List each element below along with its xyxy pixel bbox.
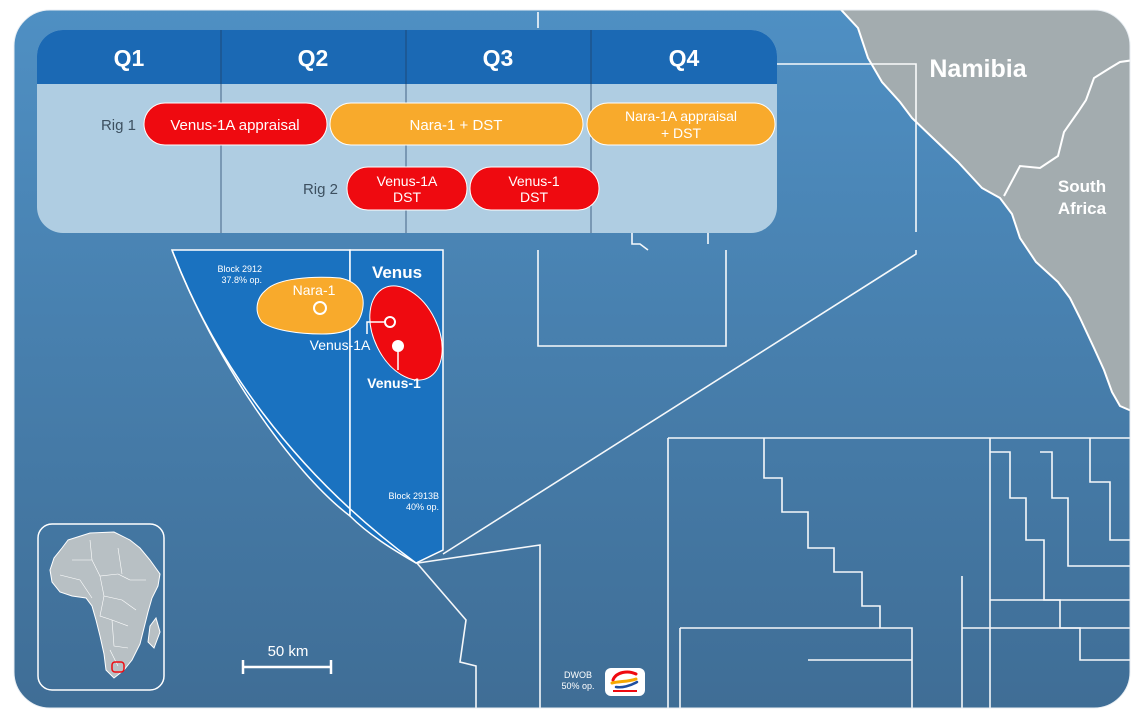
- dwob-share: 50% op.: [561, 681, 594, 691]
- rig1-bar-nara-1a-appraisal-line2: + DST: [661, 125, 702, 141]
- rig-2-label: Rig 2: [303, 181, 338, 198]
- block-2912-outer-edge: [171, 249, 417, 564]
- quarter-q1: Q1: [114, 45, 145, 71]
- map-frame: [13, 9, 1131, 709]
- scale-bar: [241, 660, 333, 674]
- rig1-bar-nara-1-dst: [329, 102, 584, 146]
- land-area: [829, 10, 1130, 420]
- namibia-label: Namibia: [929, 55, 1027, 83]
- totalenergies-logo-icon: [605, 668, 645, 696]
- block-boundaries: [415, 12, 1130, 708]
- venus-1a-well-marker: [384, 316, 396, 328]
- rig1-bar-venus-1a-appraisal: [143, 102, 328, 146]
- venus-1a-leader-line: [366, 321, 384, 334]
- rig2-bar-venus-1a-dst: [346, 166, 468, 211]
- block-2913b-name: Block 2913B: [388, 491, 439, 501]
- rig-1-label: Rig 1: [101, 117, 136, 134]
- nara-1-prospect: [256, 276, 364, 335]
- block-2913b-share: 40% op.: [406, 502, 439, 512]
- venus-1-well-marker: [392, 340, 404, 352]
- rig1-bar-venus-1a-appraisal-label: Venus-1A appraisal: [170, 117, 299, 134]
- rig2-bar-venus-1-dst: [469, 166, 600, 211]
- rig2-bar-venus-1-dst-line2: DST: [520, 189, 548, 205]
- quarter-q3: Q3: [483, 45, 514, 71]
- scale-label: 50 km: [268, 643, 309, 660]
- namibia-south-africa-border: [1003, 57, 1130, 197]
- rig1-bar-nara-1a-appraisal-line1: Nara-1A appraisal: [625, 108, 737, 124]
- nara-1-label: Nara-1: [293, 282, 336, 298]
- rig2-bar-venus-1a-dst-line2: DST: [393, 189, 421, 205]
- dwob-name: DWOB: [564, 670, 592, 680]
- nara-1-well-marker: [313, 301, 327, 315]
- venus-1a-label: Venus-1A: [310, 337, 371, 353]
- africa-inset-icon: [37, 523, 165, 691]
- rig1-bar-nara-1-dst-label: Nara-1 + DST: [410, 117, 503, 134]
- block-2912-share: 37.8% op.: [221, 275, 262, 285]
- venus-discovery: [369, 285, 443, 381]
- rig2-bar-venus-1a-dst-line1: Venus-1A: [377, 173, 438, 189]
- quarter-q2: Q2: [298, 45, 329, 71]
- rig1-bar-nara-1a-appraisal: [586, 102, 776, 146]
- schedule-panel: Q1 Q2 Q3 Q4 Rig 1 Rig 2 Venus-1A apprais…: [37, 30, 777, 233]
- quarter-q4: Q4: [669, 45, 700, 71]
- south-africa-label-line1: South: [1058, 177, 1106, 196]
- venus-label: Venus: [372, 263, 422, 282]
- venus-1-label: Venus-1: [367, 375, 421, 391]
- block-2912-name: Block 2912: [217, 264, 262, 274]
- south-africa-label-line2: Africa: [1058, 199, 1107, 218]
- schedule-header: [37, 30, 777, 84]
- rig2-bar-venus-1-dst-line1: Venus-1: [508, 173, 560, 189]
